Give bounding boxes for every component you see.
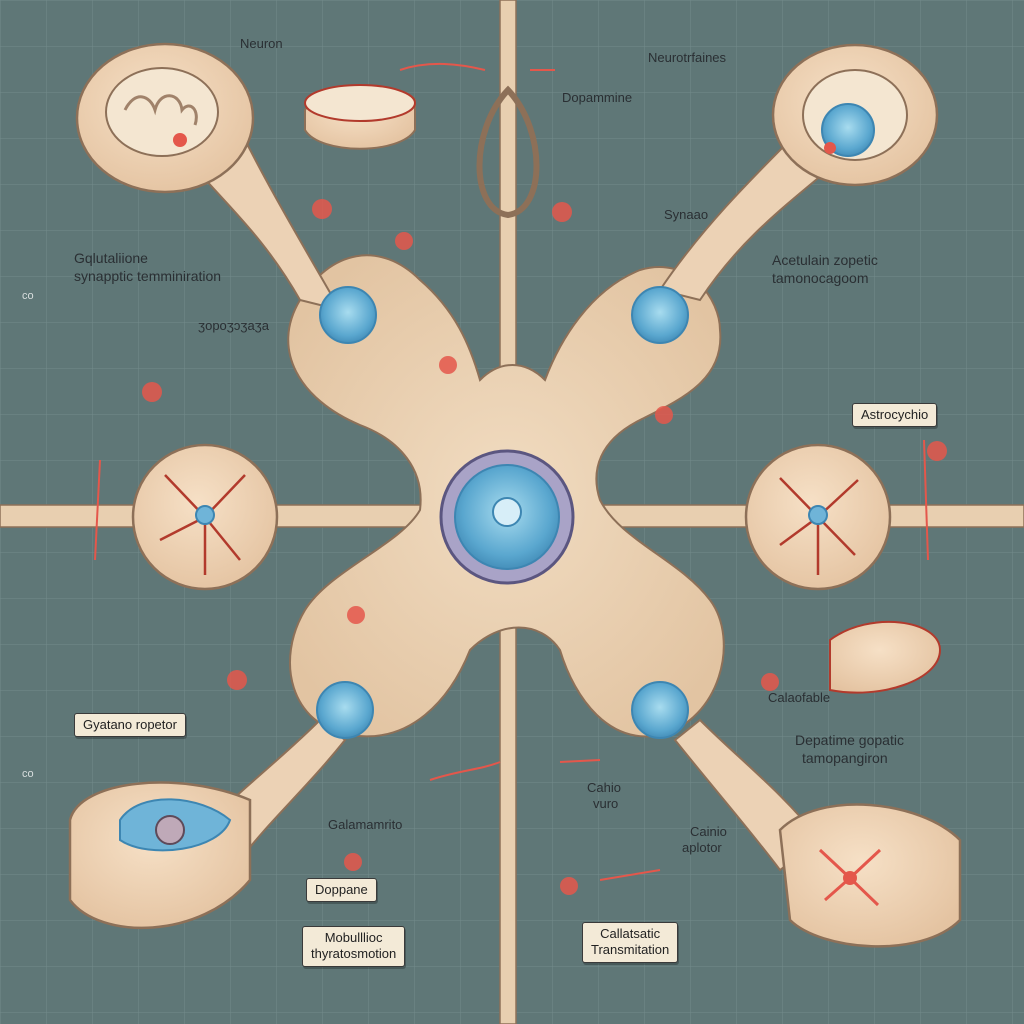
label-neuron: Neuron [240, 36, 283, 51]
label-dopamine-box: Doppane [306, 878, 377, 903]
label-acetylcholine-2: tamonocagoom [772, 270, 869, 286]
label-glutamate-title-1: Gqlutaliione [74, 250, 148, 266]
label-calcium-transmission-2: Transmitation [591, 942, 670, 958]
bottom-left-block [68, 781, 252, 930]
brain-section-bulb [75, 42, 255, 194]
top-right-bulb [771, 43, 939, 187]
label-channel-2: vuro [593, 796, 619, 811]
label-dopamine-synaptic-1: Depatime gopatic [795, 732, 904, 748]
label-calcium-transmission: Callatsatic Transmitation [582, 922, 679, 963]
left-bulb [131, 443, 279, 591]
arrows [94, 62, 929, 881]
signal-markers [142, 199, 947, 895]
label-synapse: Synaao [664, 207, 709, 222]
label-metabolic-1: Mobulllioc [324, 930, 383, 945]
label-channel-1: Cahio [587, 780, 621, 795]
label-caleable: Calaofable [768, 690, 831, 705]
label-metabolic: Mobulllioc thyratosmotion [302, 926, 406, 967]
top-center-slice [304, 84, 416, 150]
label-metabolic-2: thyratosmotion [311, 946, 397, 962]
right-bulb [744, 443, 892, 591]
edge-mark-left: co [22, 290, 34, 302]
cell-soma [439, 449, 575, 585]
top-loop [476, 85, 540, 219]
label-acetylcholine-1: Acetulain zopetic [772, 252, 878, 268]
label-calcium-transmission-1: Callatsatic [600, 926, 661, 941]
label-small-note: ʒopoʒɔʒaʒa [198, 318, 269, 333]
label-calcium-1: Cainio [690, 824, 727, 839]
label-glutamate-title-2: synapptic temminiration [74, 268, 222, 284]
label-astrocyte: Astrocychio [852, 403, 938, 428]
label-glutamate: Galamamrito [328, 817, 403, 832]
label-dopamine: Dopammine [562, 90, 633, 105]
satellite-nuclei [316, 286, 689, 739]
edge-mark-right: co [22, 768, 34, 780]
label-receptor: Gyatano ropetor [74, 713, 186, 738]
label-neurotransmitters: Neurotrfaines [648, 50, 727, 65]
bottom-right-block [778, 803, 962, 948]
label-dopamine-synaptic-2: tamopangiron [802, 750, 888, 766]
label-calcium-2: aplotor [682, 840, 722, 855]
lower-right-slice [829, 620, 942, 694]
